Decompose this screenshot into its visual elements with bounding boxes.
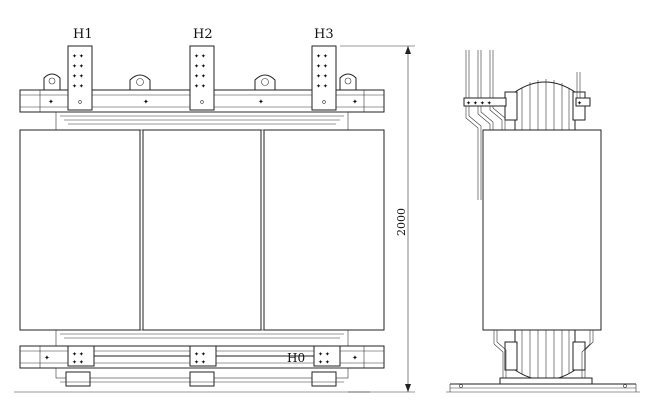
svg-text:✦ ✦: ✦ ✦ [318, 351, 330, 358]
svg-text:✦: ✦ [143, 98, 149, 106]
svg-text:✦ ✦: ✦ ✦ [316, 83, 328, 90]
svg-text:✦ ✦: ✦ ✦ [194, 83, 206, 90]
label-h1: H1 [73, 27, 93, 42]
label-h3: H3 [314, 27, 334, 42]
svg-text:✦ ✦: ✦ ✦ [194, 73, 206, 80]
terminal-plate-h1: ✦ ✦ ✦ ✦ ✦ ✦ ✦ ✦ [67, 45, 93, 111]
svg-text:✦ ✦: ✦ ✦ [194, 63, 206, 70]
svg-text:✦ ✦: ✦ ✦ [194, 359, 206, 366]
svg-text:✦ ✦: ✦ ✦ [194, 53, 206, 60]
svg-text:✦ ✦: ✦ ✦ [72, 83, 84, 90]
side-clamp-left-top [504, 91, 518, 121]
coil-phase-2 [142, 129, 262, 331]
side-coil-bottom [514, 329, 576, 382]
dimension-2000: 2000 [395, 208, 408, 236]
front-view: ✦ ✦ ✦ ✦ [14, 27, 415, 393]
terminal-plate-h2: ✦ ✦ ✦ ✦ ✦ ✦ ✦ ✦ [189, 45, 215, 111]
svg-text:✦: ✦ [44, 354, 50, 362]
svg-text:✦ ✦: ✦ ✦ [316, 63, 328, 70]
svg-text:✦: ✦ [352, 98, 358, 106]
coil-phase-3 [263, 129, 385, 331]
svg-text:✦ ✦: ✦ ✦ [194, 351, 206, 358]
side-base [446, 377, 640, 393]
side-clamp-right-bottom [572, 341, 586, 371]
coil-phase-1 [19, 129, 141, 331]
base-feet [55, 367, 349, 387]
svg-text:✦ ✦: ✦ ✦ [72, 53, 84, 60]
label-h2: H2 [193, 27, 213, 42]
svg-text:✦ ✦: ✦ ✦ [318, 359, 330, 366]
svg-text:✦ ✦ ✦ ✦: ✦ ✦ ✦ ✦ [466, 100, 492, 107]
side-coil-body [482, 129, 602, 331]
terminal-plate-h3: ✦ ✦ ✦ ✦ ✦ ✦ ✦ ✦ [311, 45, 337, 111]
label-h0: H0 [287, 351, 305, 365]
svg-text:✦ ✦: ✦ ✦ [72, 359, 84, 366]
svg-text:✦ ✦: ✦ ✦ [316, 73, 328, 80]
svg-text:✦ ✦: ✦ ✦ [72, 63, 84, 70]
core-yoke-top [55, 111, 349, 131]
side-coil-top [514, 79, 576, 131]
core-yoke-bottom [55, 329, 349, 347]
svg-text:✦ ✦: ✦ ✦ [316, 53, 328, 60]
svg-text:✦ ✦: ✦ ✦ [72, 73, 84, 80]
side-view: ✦ ✦ ✦ ✦ ✦ [446, 50, 640, 393]
svg-text:✦: ✦ [48, 98, 54, 106]
svg-text:✦ ✦: ✦ ✦ [72, 351, 84, 358]
side-bottom-leads [493, 330, 594, 380]
bottom-clamp-beam: ✦ ✦ ✦ ✦ ✦ ✦ ✦ ✦ ✦ ✦ ✦ ✦ ✦ ✦ [19, 345, 385, 369]
svg-text:✦: ✦ [352, 354, 358, 362]
svg-text:✦: ✦ [258, 98, 264, 106]
svg-text:✦: ✦ [577, 100, 582, 107]
side-clamp-left-bottom [504, 341, 518, 371]
height-dimension: 2000 [340, 45, 415, 393]
